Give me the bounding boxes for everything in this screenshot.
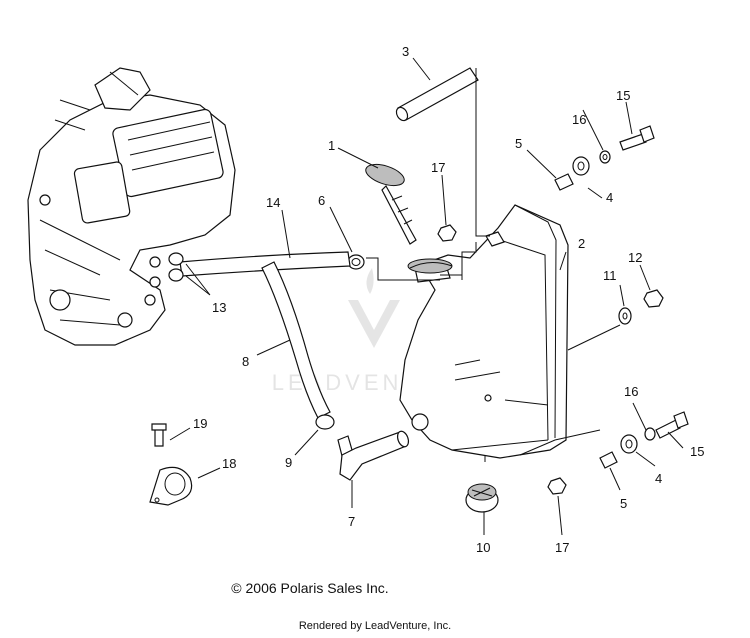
callout-12: 12 <box>628 250 642 265</box>
callout-18: 18 <box>222 456 236 471</box>
callout-5-top: 5 <box>515 136 522 151</box>
part-10-cap <box>465 483 499 513</box>
part-9-clamp <box>315 414 335 430</box>
rendered-by-text: Rendered by LeadVenture, Inc. <box>298 620 452 632</box>
part-2-oil-tank <box>399 204 601 462</box>
callout-6: 6 <box>318 193 325 208</box>
callout-4-bottom: 4 <box>655 471 662 486</box>
part-8-hose <box>261 261 331 419</box>
part-5-spacer-bottom <box>599 451 618 469</box>
part-11-washer <box>618 307 632 325</box>
callout-11: 11 <box>603 268 617 283</box>
callout-1: 1 <box>328 138 335 153</box>
part-5-spacer-top <box>554 173 574 191</box>
callout-13: 13 <box>212 300 226 315</box>
callout-17-bottom: 17 <box>555 540 569 555</box>
part-1-dipstick-cap <box>365 163 417 245</box>
part-17-nut-bottom <box>547 477 567 495</box>
callout-16-top: 16 <box>572 112 586 127</box>
part-15-bolt-bottom <box>655 411 689 439</box>
part-12-nut <box>643 289 664 308</box>
callout-17-top: 17 <box>431 160 445 175</box>
callout-8: 8 <box>242 354 249 369</box>
callout-3: 3 <box>402 44 409 59</box>
part-18-strap <box>149 466 193 506</box>
callout-5-bottom: 5 <box>620 496 627 511</box>
callout-19: 19 <box>193 416 207 431</box>
part-16-washer-top <box>599 150 611 164</box>
part-16-washer-bottom <box>644 427 656 441</box>
callout-10: 10 <box>476 540 490 555</box>
callout-14: 14 <box>266 195 280 210</box>
part-7-elbow-fitting <box>337 430 410 481</box>
part-3-vent-hose <box>395 67 479 122</box>
callout-4-top: 4 <box>606 190 613 205</box>
callout-15-top: 15 <box>616 88 630 103</box>
part-14-hose <box>179 251 351 277</box>
copyright-text: © 2006 Polaris Sales Inc. <box>231 580 389 596</box>
callout-9: 9 <box>285 455 292 470</box>
part-4-grommet-top <box>572 156 590 176</box>
part-13-fittings <box>168 252 184 282</box>
part-17-nut-top <box>437 224 457 242</box>
callout-2: 2 <box>578 236 585 251</box>
part-19-bolt <box>151 423 167 447</box>
part-15-bolt-top <box>619 125 655 151</box>
callout-15-bottom: 15 <box>690 444 704 459</box>
leader-lines <box>169 57 684 536</box>
engine-assembly <box>27 67 236 346</box>
callout-7: 7 <box>348 514 355 529</box>
callout-labels: 1 2 3 4 4 5 5 6 7 8 9 10 11 12 13 14 15 … <box>193 44 704 555</box>
callout-16-bottom: 16 <box>624 384 638 399</box>
part-4-grommet-bottom <box>620 434 638 454</box>
part-6-clamp <box>347 254 365 270</box>
